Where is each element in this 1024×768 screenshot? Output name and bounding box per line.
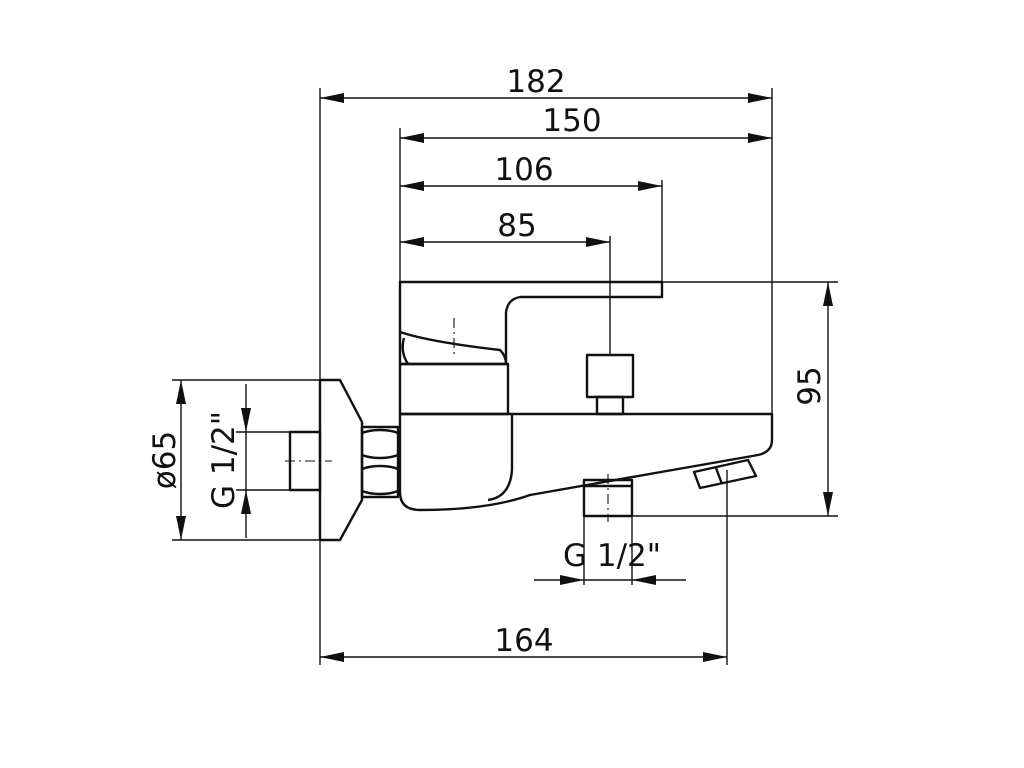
label-height: 95 [792, 366, 828, 405]
label-body-length: 150 [542, 103, 601, 139]
label-outlet-thread: G 1/2" [563, 538, 661, 574]
dimension-lines [176, 93, 833, 662]
main-body [398, 412, 774, 512]
dimension-labels: 182 150 106 85 95 164 ø65 G 1/2" G 1/2" [147, 64, 828, 659]
diverter-knob [585, 353, 635, 399]
center-lines [285, 318, 609, 522]
lever-handle [398, 280, 664, 366]
label-overall-length: 182 [506, 64, 565, 100]
aerator-spout [692, 458, 758, 490]
label-flange-diameter: ø65 [147, 431, 183, 489]
label-wall-connection-length: 164 [494, 623, 553, 659]
diverter-stem [595, 395, 625, 416]
hex-nut [360, 425, 400, 499]
cartridge-block [398, 362, 510, 416]
label-outlet-distance: 85 [497, 208, 536, 244]
label-wall-thread: G 1/2" [206, 411, 242, 509]
faucet-outline [288, 280, 774, 542]
wall-flange [318, 378, 364, 542]
label-lever-length: 106 [494, 152, 553, 188]
extension-lines [172, 88, 838, 665]
